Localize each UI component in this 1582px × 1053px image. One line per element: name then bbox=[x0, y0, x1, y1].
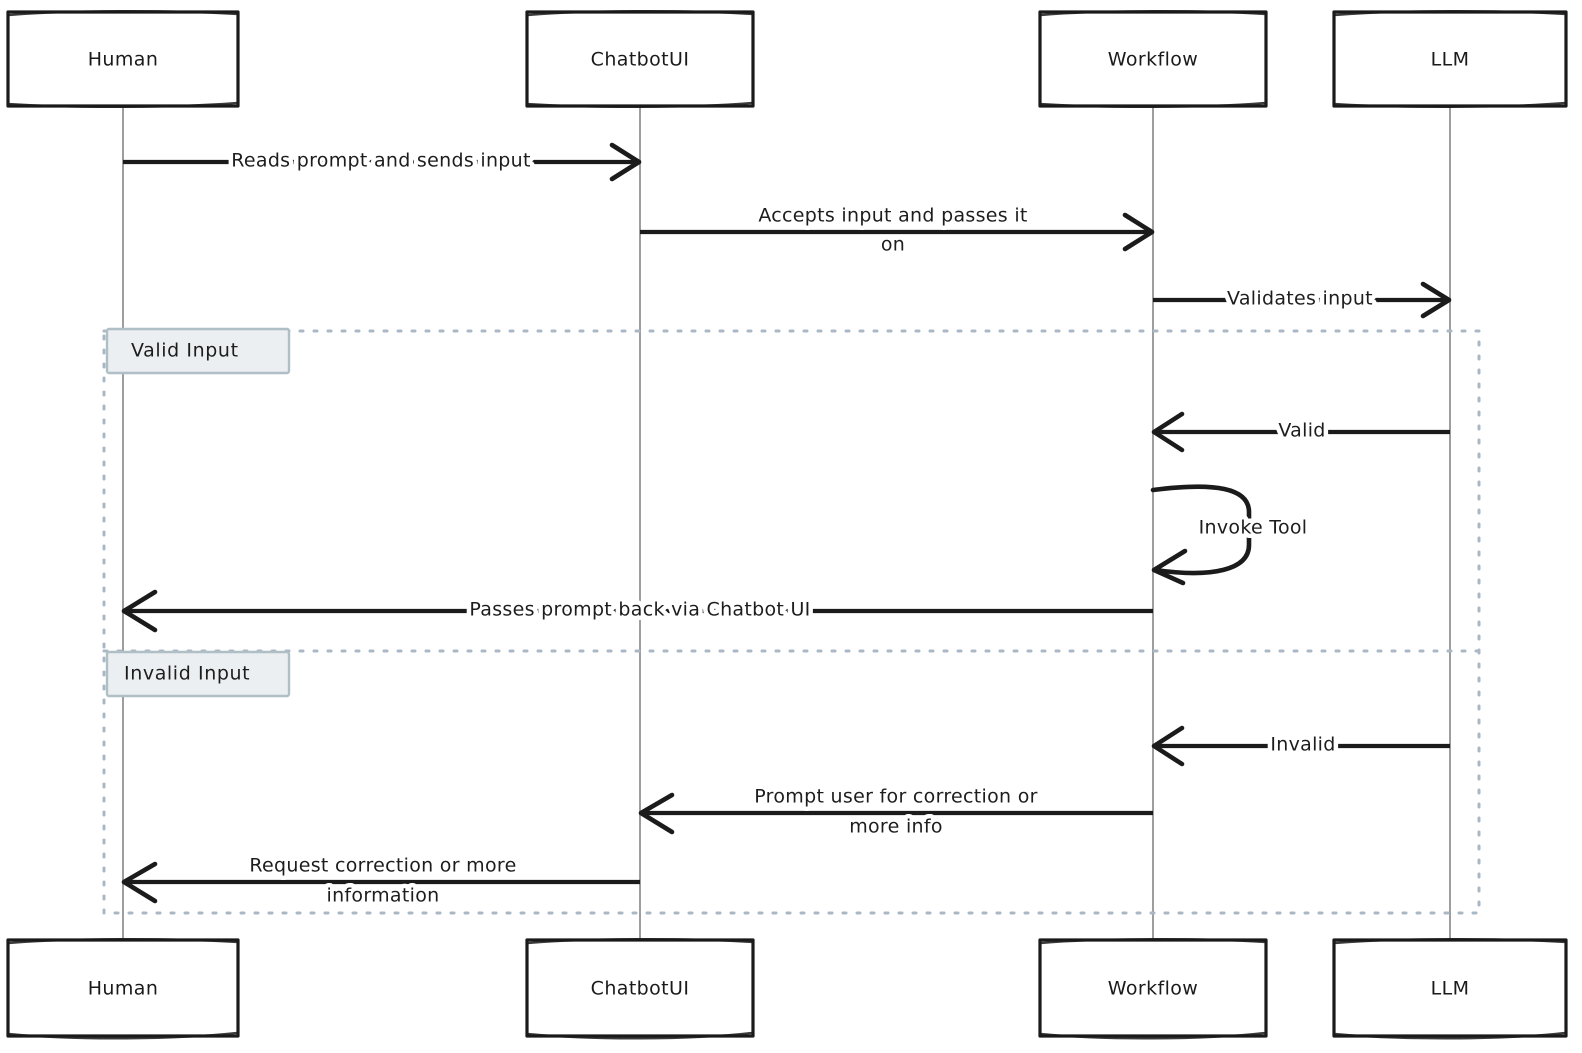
message-passes-prompt-back-via-chatbot-ui: Passes prompt back via Chatbot UI bbox=[121, 589, 1153, 633]
actor-box-sketch-edge bbox=[1334, 10, 1566, 17]
arrowhead-left bbox=[121, 589, 158, 633]
actor-bottom-workflow[interactable]: Workflow bbox=[1038, 938, 1268, 1040]
actor-box[interactable] bbox=[6, 938, 240, 1038]
actor-top-workflow[interactable]: Workflow bbox=[1038, 10, 1268, 108]
message-label: Valid bbox=[1278, 420, 1325, 442]
arrowhead-right bbox=[1420, 281, 1452, 319]
actor-box-sketch-edge-bottom bbox=[1334, 101, 1566, 108]
actor-label: ChatbotUI bbox=[591, 978, 690, 1000]
tag-label: Valid Input bbox=[131, 340, 239, 362]
actor-top-chatbotui[interactable]: ChatbotUI bbox=[525, 10, 755, 108]
actor-box-sketch-edge bbox=[8, 938, 238, 945]
message-label: Passes prompt back via Chatbot UI bbox=[469, 599, 810, 621]
actor-box[interactable] bbox=[525, 938, 755, 1038]
actor-box-sketch-edge-bottom bbox=[1334, 1031, 1566, 1040]
alt-section-tag-invalid-input: Invalid Input bbox=[105, 650, 291, 698]
actor-bottom-chatbotui[interactable]: ChatbotUI bbox=[525, 938, 755, 1040]
actor-label: Human bbox=[88, 978, 159, 1000]
lifelines bbox=[122, 106, 1451, 940]
message-label-line1: Accepts input and passes it bbox=[758, 205, 1027, 227]
message-reads-prompt-and-sends-input: Reads prompt and sends input bbox=[123, 142, 642, 182]
tag-box bbox=[105, 327, 291, 375]
tag-label: Invalid Input bbox=[124, 663, 250, 685]
actor-box-sketch-edge-bottom bbox=[8, 101, 238, 108]
arrowhead-left bbox=[121, 861, 158, 904]
actor-box-sketch-edge bbox=[527, 10, 753, 17]
arrowhead-left bbox=[1151, 725, 1185, 767]
actor-box[interactable] bbox=[1038, 10, 1268, 108]
message-label-line2: on bbox=[881, 234, 905, 256]
actor-box-sketch-edge bbox=[8, 10, 238, 17]
message-label: Invoke Tool bbox=[1199, 517, 1308, 539]
actor-box-sketch-edge bbox=[1040, 10, 1266, 17]
message-accepts-input-and-passes-it-on: Accepts input and passes it on bbox=[640, 200, 1155, 260]
arrowhead-left bbox=[638, 792, 675, 835]
actor-box-sketch-edge bbox=[1334, 938, 1566, 945]
actor-bottom-llm[interactable]: LLM bbox=[1332, 938, 1568, 1040]
actor-box-sketch-edge-bottom bbox=[527, 101, 753, 108]
alt-block-rect bbox=[102, 329, 1481, 915]
actor-box-sketch-edge bbox=[527, 938, 753, 945]
actor-bottom-human[interactable]: Human bbox=[6, 938, 240, 1040]
actor-label: Workflow bbox=[1108, 978, 1198, 1000]
arrowhead-left bbox=[1151, 548, 1188, 586]
message-label: Reads prompt and sends input bbox=[231, 150, 531, 172]
message-request-correction-or-more-information: Request correction or more information bbox=[121, 850, 640, 911]
actor-label: ChatbotUI bbox=[591, 49, 690, 71]
message-validates-input: Validates input bbox=[1153, 281, 1452, 319]
message-invoke-tool: Invoke Tool bbox=[1150, 484, 1312, 586]
actor-label: Workflow bbox=[1108, 49, 1198, 71]
actor-top-llm[interactable]: LLM bbox=[1332, 10, 1568, 108]
message-label-line2: information bbox=[327, 885, 440, 907]
arrowhead-right bbox=[609, 142, 642, 182]
actor-box[interactable] bbox=[1038, 938, 1268, 1038]
self-loop-path bbox=[1150, 484, 1252, 576]
message-invalid: Invalid bbox=[1151, 725, 1450, 767]
alt-block-boundary bbox=[102, 329, 1481, 915]
message-label-line2: more info bbox=[849, 816, 943, 838]
message-label: Validates input bbox=[1227, 288, 1373, 310]
actor-box-sketch-edge-bottom bbox=[1040, 1031, 1266, 1040]
message-valid: Valid bbox=[1151, 411, 1450, 453]
message-prompt-user-for-correction-or-more-info: Prompt user for correction or more info bbox=[638, 781, 1153, 842]
actor-box-sketch-edge bbox=[1040, 938, 1266, 945]
actor-label: Human bbox=[88, 49, 159, 71]
actor-box-sketch-edge-bottom bbox=[1040, 101, 1266, 108]
message-label-line1: Request correction or more bbox=[249, 855, 516, 877]
tag-box bbox=[105, 650, 291, 698]
arrowhead-left bbox=[1151, 411, 1185, 453]
actor-box-sketch-edge-bottom bbox=[527, 1031, 753, 1040]
actor-top-human[interactable]: Human bbox=[6, 10, 240, 108]
actor-label: LLM bbox=[1431, 49, 1470, 71]
arrowhead-right bbox=[1122, 212, 1155, 252]
message-label-line1: Prompt user for correction or bbox=[754, 786, 1038, 808]
actor-label: LLM bbox=[1431, 978, 1470, 1000]
actor-box[interactable] bbox=[6, 10, 240, 108]
message-label: Invalid bbox=[1270, 734, 1335, 756]
actor-box-sketch-edge-bottom bbox=[8, 1031, 238, 1040]
alt-section-tag-valid-input: Valid Input bbox=[105, 327, 291, 375]
actor-box[interactable] bbox=[1332, 938, 1568, 1038]
